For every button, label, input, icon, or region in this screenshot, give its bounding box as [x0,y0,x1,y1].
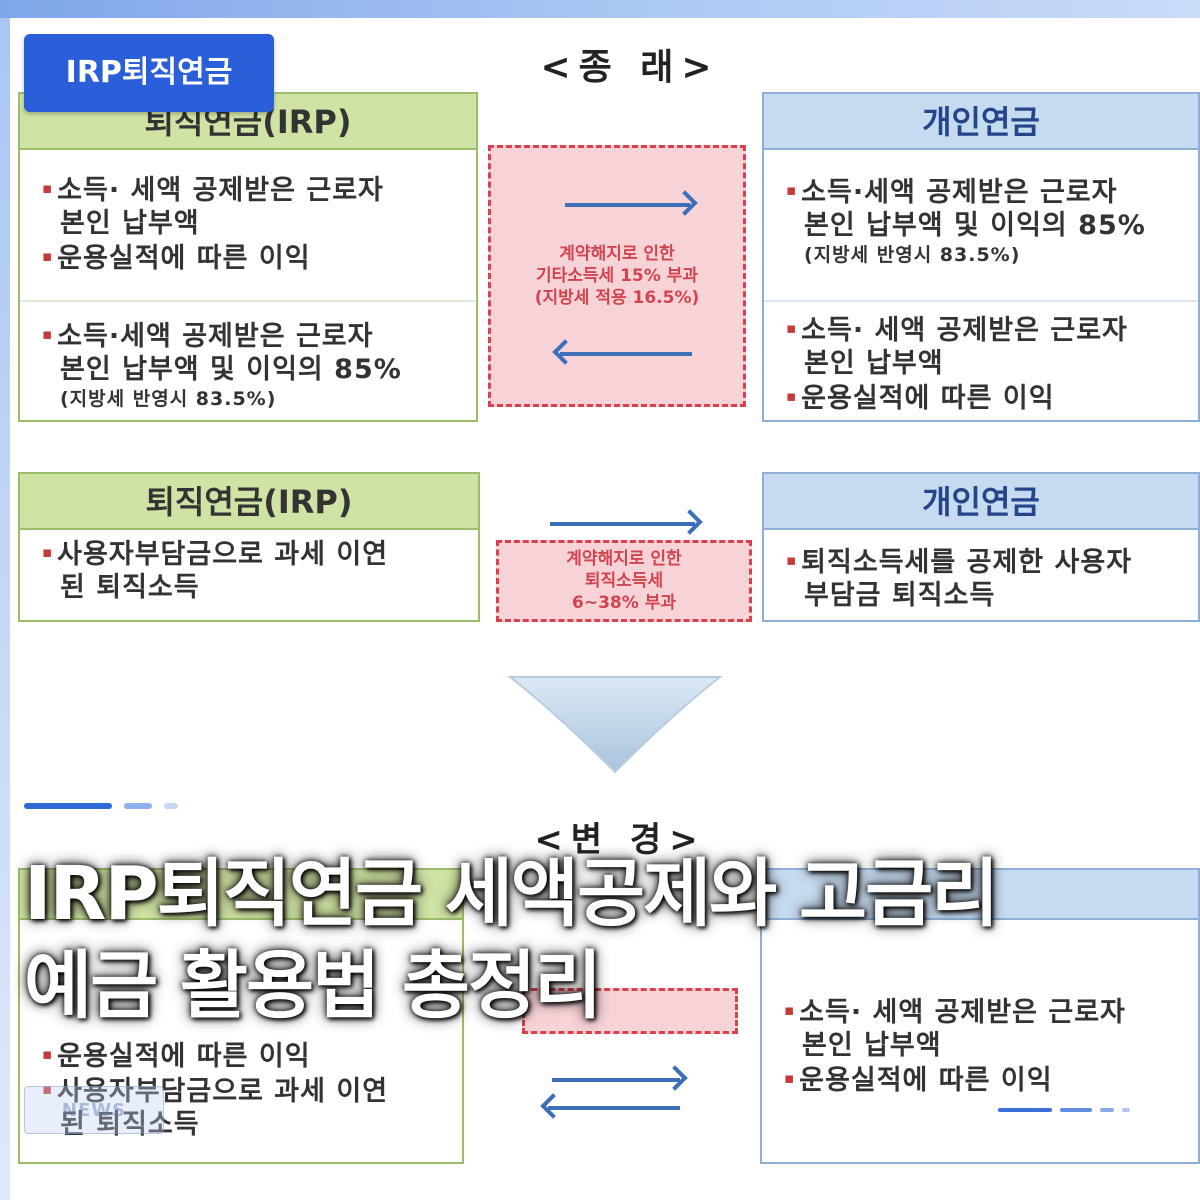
tax-text-line: 계약해지로 인한 [566,549,682,569]
text-line: 본인 납부액 [804,348,944,379]
text-line: 운용실적에 따른 이익 [42,240,462,275]
row3-irp-box: 운용실적에 따른 이익 사용자부담금으로 과세 이연 된 퇴직소득 [18,868,464,1164]
left-gradient-stripe [0,18,10,1200]
tax-text-line: 계약해지로 인한 [559,244,675,264]
row3-tax-box [522,988,738,1034]
article-title: IRP퇴직연금 세액공제와 고금리 예금 활용법 총정리 [24,848,1174,1032]
text-line: 사용자부담금으로 과세 이연 [42,1073,444,1108]
text-line: 된 퇴직소득 [60,572,200,603]
down-chevron-arrow-icon [507,676,723,774]
row1-pension-cell1: 소득·세액 공제받은 근로자 본인 납부액 및 이익의 85% (지방세 반영시… [764,150,1198,300]
tax-text-line: (지방세 적용 16.5%) [534,288,700,308]
row1-tax-box: 계약해지로 인한 기타소득세 15% 부과 (지방세 적용 16.5%) [488,145,746,407]
dash [1060,1108,1092,1112]
text-line: 본인 납부액 및 이익의 85% [60,354,402,385]
text-line: 된 퇴직소득 [60,1109,200,1140]
row2-pension-box: 개인연금 퇴직소득세를 공제한 사용자 부담금 퇴직소득 [762,472,1200,622]
text-line: 운용실적에 따른 이익 [42,1038,444,1073]
row2-irp-box: 퇴직연금(IRP) 사용자부담금으로 과세 이연 된 퇴직소득 [18,472,480,622]
top-gradient-stripe [0,0,1200,18]
row2-irp-header: 퇴직연금(IRP) [20,474,478,530]
text-line: 소득·세액 공제받은 근로자 [42,318,462,353]
row2-irp-body: 사용자부담금으로 과세 이연 된 퇴직소득 [20,530,478,612]
text-line: 운용실적에 따른 이익 [784,1062,1180,1097]
text-line: 본인 납부액 [802,1030,942,1061]
text-line: 소득· 세액 공제받은 근로자 [784,994,1180,1029]
text-line: 소득·세액 공제받은 근로자 [786,174,1184,209]
text-line: 퇴직소득세를 공제한 사용자 [786,544,1180,579]
tax-text-line: 6~38% 부과 [572,593,676,613]
arrow-left-icon [560,352,692,356]
text-note: (지방세 반영시 83.5%) [804,244,1021,266]
dash [1100,1108,1114,1112]
text-line: 사용자부담금으로 과세 이연 [42,536,460,571]
dash [998,1108,1052,1112]
row1-pension-box: 개인연금 소득·세액 공제받은 근로자 본인 납부액 및 이익의 85% (지방… [762,92,1200,422]
row2-pension-body: 퇴직소득세를 공제한 사용자 부담금 퇴직소득 [764,530,1198,620]
title-line-2: 예금 활용법 총정리 [24,943,602,1029]
row2-pension-header: 개인연금 [764,474,1198,530]
title-line-1: IRP퇴직연금 세액공제와 고금리 [24,851,999,937]
row3-irp-body: 운용실적에 따른 이익 사용자부담금으로 과세 이연 된 퇴직소득 [20,920,462,1149]
row3-irp-header [20,870,462,920]
arrow-right-icon [552,1078,680,1082]
progress-dot [164,803,178,809]
row1-irp-cell2: 소득·세액 공제받은 근로자 본인 납부액 및 이익의 85% (지방세 반영시… [20,300,476,422]
text-line: 본인 납부액 및 이익의 85% [804,210,1146,241]
text-note: (지방세 반영시 83.5%) [60,388,277,410]
dash [1122,1108,1130,1112]
row2-tax-box: 계약해지로 인한 퇴직소득세 6~38% 부과 [496,540,752,622]
row1-irp-box: 퇴직연금(IRP) 소득· 세액 공제받은 근로자 본인 납부액 운용실적에 따… [18,92,478,422]
text-line: 본인 납부액 [60,208,200,239]
row1-pension-cell2: 소득· 세액 공제받은 근로자 본인 납부액 운용실적에 따른 이익 [764,300,1198,425]
progress-dot-active [24,803,112,809]
arrow-left-icon [548,1106,680,1110]
after-heading: <변 경> [534,820,706,860]
arrow-right-icon [550,522,695,526]
row1-irp-cell1: 소득· 세액 공제받은 근로자 본인 납부액 운용실적에 따른 이익 [20,150,476,300]
text-line: 운용실적에 따른 이익 [786,380,1184,415]
row3-pension-header [762,870,1198,920]
text-line: 소득· 세액 공제받은 근로자 [786,312,1184,347]
category-tag[interactable]: IRP퇴직연금 [24,34,274,112]
text-line: 부담금 퇴직소득 [804,580,996,611]
news-logo-watermark: NEWS [24,1086,164,1134]
tax-text-line: 퇴직소득세 [584,571,664,591]
arrow-right-icon [565,203,690,207]
progress-dot [124,803,152,809]
row1-pension-header: 개인연금 [764,94,1198,150]
text-line: 소득· 세액 공제받은 근로자 [42,172,462,207]
row3-pension-body: 소득· 세액 공제받은 근로자 본인 납부액 운용실적에 따른 이익 [762,920,1198,1105]
row3-pension-box: 소득· 세액 공제받은 근로자 본인 납부액 운용실적에 따른 이익 [760,868,1200,1164]
before-heading: <종 래> [540,47,720,88]
tax-text-line: 기타소득세 15% 부과 [535,266,698,286]
